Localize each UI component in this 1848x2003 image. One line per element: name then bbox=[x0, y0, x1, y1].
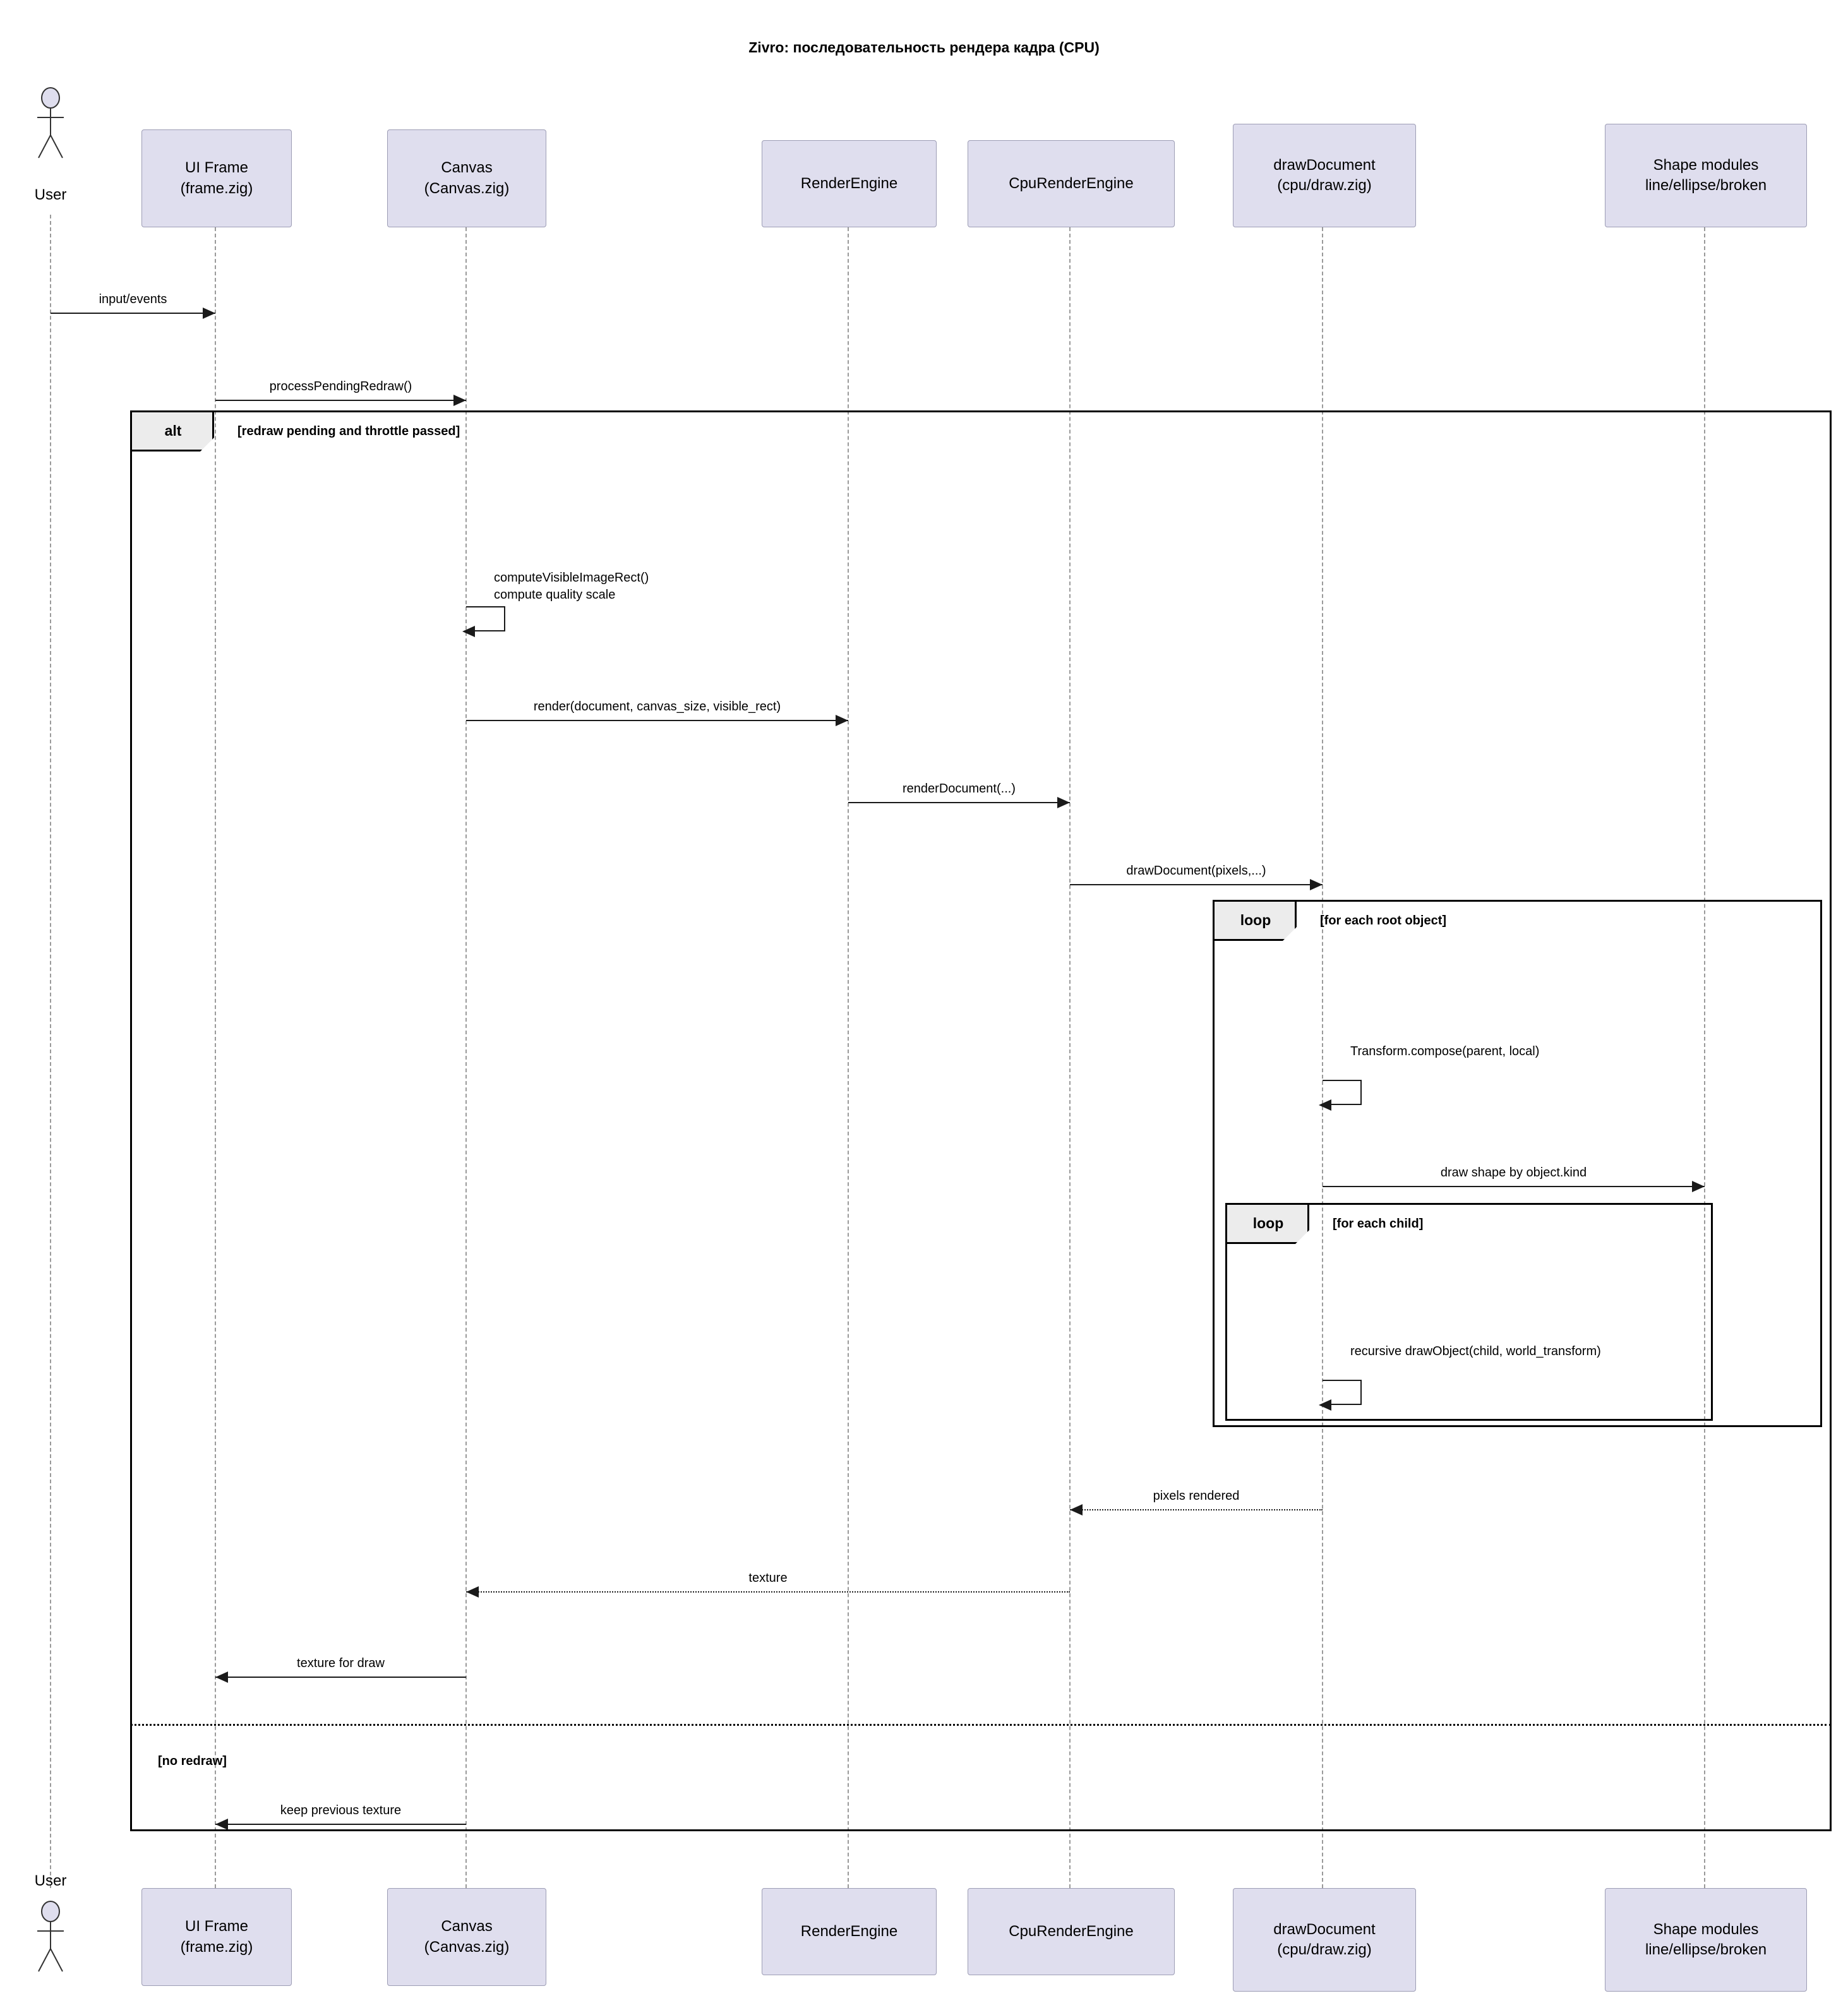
participant-sublabel-uiframe-top: (frame.zig) bbox=[180, 179, 253, 197]
self-message-loop-m7 bbox=[1323, 1080, 1362, 1105]
participant-box-drawdoc-top[interactable]: drawDocument (cpu/draw.zig) bbox=[1233, 124, 1416, 227]
lifeline-canvas bbox=[465, 227, 467, 1888]
message-label-m7: Transform.compose(parent, local) bbox=[1350, 1044, 1540, 1058]
page-title: Zivro: последовательность рендера кадра … bbox=[748, 39, 1100, 56]
fragment-label-box-loop-child bbox=[1227, 1205, 1309, 1244]
participant-label-shapes-top: Shape modules bbox=[1653, 156, 1759, 174]
message-label-m12: texture for draw bbox=[297, 1656, 385, 1670]
message-line-m4 bbox=[466, 720, 848, 721]
fragment-alt bbox=[130, 410, 1832, 1831]
participant-box-uiframe-bottom[interactable]: UI Frame (frame.zig) bbox=[141, 1888, 292, 1986]
message-line-m11 bbox=[466, 1591, 1070, 1593]
participant-box-cpu-top[interactable]: CpuRenderEngine bbox=[968, 140, 1175, 227]
message-line-m13 bbox=[215, 1824, 466, 1825]
lifeline-user bbox=[50, 215, 51, 1888]
fragment-label-box-alt bbox=[132, 412, 214, 451]
participant-label-cpu-top: CpuRenderEngine bbox=[1009, 174, 1134, 192]
message-line-m10 bbox=[1070, 1509, 1323, 1510]
message-line-m5 bbox=[848, 802, 1070, 803]
actor-stick-figure-icon bbox=[37, 87, 64, 158]
actor-stick-figure-icon bbox=[37, 1901, 64, 1972]
participant-label-shapes-bottom: Shape modules bbox=[1653, 1920, 1759, 1938]
message-label-m8: draw shape by object.kind bbox=[1440, 1166, 1587, 1180]
participant-box-uiframe-top[interactable]: UI Frame (frame.zig) bbox=[141, 129, 292, 227]
message-label-m4: render(document, canvas_size, visible_re… bbox=[533, 700, 781, 714]
participant-sublabel-shapes-top: line/ellipse/broken bbox=[1645, 177, 1767, 194]
message-label-m9: recursive drawObject(child, world_transf… bbox=[1350, 1344, 1601, 1358]
self-message-loop-m9 bbox=[1323, 1380, 1362, 1405]
message-label-m6: drawDocument(pixels,...) bbox=[1126, 864, 1266, 878]
message-line-m2 bbox=[215, 400, 466, 401]
message-line-m6 bbox=[1070, 884, 1323, 885]
fragment-label-box-loop-root bbox=[1215, 902, 1297, 941]
message-label-m13: keep previous texture bbox=[280, 1803, 402, 1817]
arrowhead-m4 bbox=[836, 715, 848, 726]
alt-else-label: [no redraw] bbox=[158, 1754, 227, 1768]
lifeline-shapes bbox=[1704, 227, 1705, 1888]
participant-box-canvas-top[interactable]: Canvas (Canvas.zig) bbox=[387, 129, 546, 227]
fragment-tag-loop-root: loop bbox=[1240, 912, 1271, 928]
message-line-m1 bbox=[51, 313, 215, 314]
arrowhead-m9 bbox=[1319, 1399, 1331, 1411]
arrowhead-m3 bbox=[462, 626, 475, 637]
message-label-m5: renderDocument(...) bbox=[903, 782, 1016, 796]
message-label-m3: computeVisibleImageRect() compute qualit… bbox=[494, 571, 649, 602]
fragment-loop-root bbox=[1213, 900, 1822, 1427]
lifeline-cpu bbox=[1069, 227, 1071, 1888]
participant-label-cpu-bottom: CpuRenderEngine bbox=[1009, 1922, 1134, 1940]
participant-box-render-top[interactable]: RenderEngine bbox=[762, 140, 937, 227]
arrowhead-m2 bbox=[453, 395, 466, 406]
fragment-tag-loop-child: loop bbox=[1252, 1215, 1284, 1231]
participant-label-canvas-bottom: Canvas bbox=[441, 1918, 493, 1935]
actor-label-top: User bbox=[34, 186, 67, 203]
message-label-m11: texture bbox=[748, 1571, 788, 1585]
participant-sublabel-drawdoc-top: (cpu/draw.zig) bbox=[1277, 177, 1372, 194]
participant-sublabel-drawdoc-bottom: (cpu/draw.zig) bbox=[1277, 1941, 1372, 1958]
fragment-condition-loop-root: [for each root object] bbox=[1320, 914, 1447, 928]
lifeline-uiframe bbox=[215, 227, 216, 1888]
arrowhead-m12 bbox=[215, 1671, 228, 1683]
participant-label-canvas-top: Canvas bbox=[441, 159, 493, 177]
participant-label-uiframe-top: UI Frame bbox=[184, 159, 248, 177]
fragment-tag-alt: alt bbox=[164, 422, 182, 439]
participant-label-uiframe-bottom: UI Frame bbox=[184, 1918, 248, 1935]
fragment-condition-alt: [redraw pending and throttle passed] bbox=[237, 424, 460, 438]
participant-sublabel-shapes-bottom: line/ellipse/broken bbox=[1645, 1941, 1767, 1958]
participant-box-canvas-bottom[interactable]: Canvas (Canvas.zig) bbox=[387, 1888, 546, 1986]
participant-label-drawdoc-bottom: drawDocument bbox=[1273, 1920, 1376, 1938]
message-label-m10: pixels rendered bbox=[1153, 1489, 1240, 1503]
arrowhead-m10 bbox=[1070, 1504, 1083, 1516]
participant-label-render-top: RenderEngine bbox=[800, 174, 898, 192]
participant-box-shapes-top[interactable]: Shape modules line/ellipse/broken bbox=[1605, 124, 1807, 227]
arrowhead-m1 bbox=[203, 308, 215, 319]
participant-sublabel-canvas-bottom: (Canvas.zig) bbox=[424, 1938, 510, 1956]
participant-box-render-bottom[interactable]: RenderEngine bbox=[762, 1888, 937, 1975]
participant-label-render-bottom: RenderEngine bbox=[800, 1922, 898, 1940]
arrowhead-m11 bbox=[466, 1586, 479, 1598]
participant-box-drawdoc-bottom[interactable]: drawDocument (cpu/draw.zig) bbox=[1233, 1888, 1416, 1992]
arrowhead-m5 bbox=[1057, 797, 1070, 808]
message-line-m12 bbox=[215, 1677, 466, 1678]
actor-label-bottom: User bbox=[34, 1872, 67, 1889]
participant-label-drawdoc-top: drawDocument bbox=[1273, 156, 1376, 174]
arrowhead-m7 bbox=[1319, 1099, 1331, 1111]
arrowhead-m13 bbox=[215, 1819, 228, 1830]
lifeline-render bbox=[848, 227, 849, 1888]
fragment-loop-child bbox=[1225, 1203, 1713, 1421]
alt-else-divider bbox=[130, 1724, 1832, 1726]
self-message-loop-m3 bbox=[466, 606, 505, 631]
message-label-m2: processPendingRedraw() bbox=[269, 380, 412, 393]
message-line-m8 bbox=[1323, 1186, 1705, 1187]
arrowhead-m8 bbox=[1692, 1181, 1705, 1192]
participant-box-shapes-bottom[interactable]: Shape modules line/ellipse/broken bbox=[1605, 1888, 1807, 1992]
fragment-condition-loop-child: [for each child] bbox=[1333, 1217, 1424, 1231]
message-label-m1: input/events bbox=[99, 292, 167, 306]
participant-sublabel-canvas-top: (Canvas.zig) bbox=[424, 179, 510, 197]
participant-sublabel-uiframe-bottom: (frame.zig) bbox=[180, 1938, 253, 1956]
participant-box-cpu-bottom[interactable]: CpuRenderEngine bbox=[968, 1888, 1175, 1975]
arrowhead-m6 bbox=[1310, 879, 1323, 890]
lifeline-drawdoc bbox=[1322, 227, 1323, 1888]
